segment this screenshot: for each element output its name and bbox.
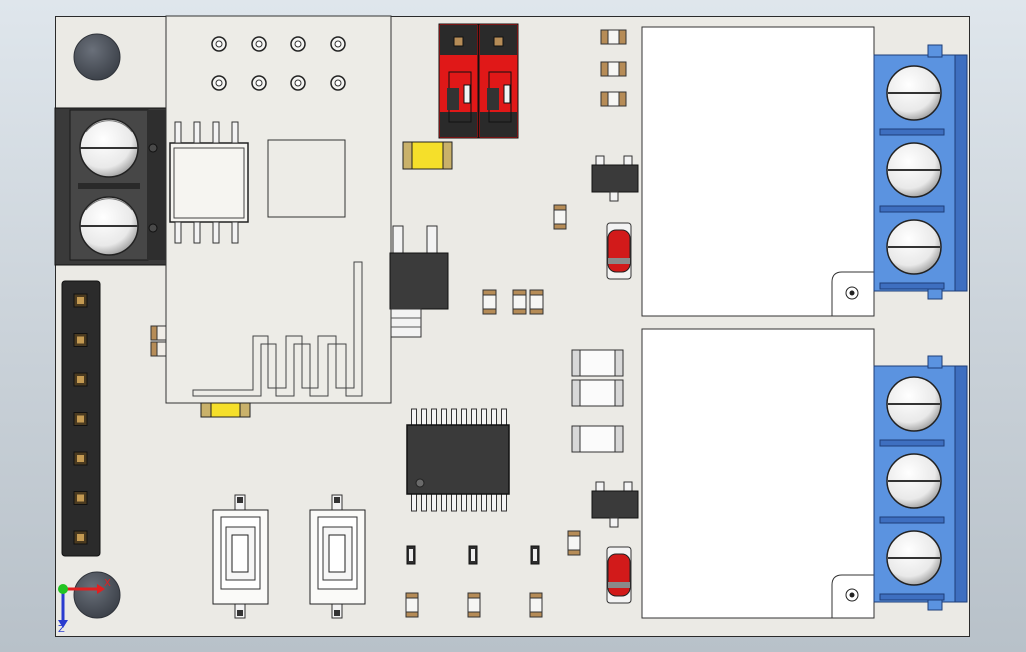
screw-terminal-icon[interactable]: [79, 196, 139, 256]
triad-z-label: Z: [58, 624, 65, 635]
tactile-button-icon[interactable]: [212, 494, 269, 619]
ic-chip-icon[interactable]: [406, 408, 510, 512]
mounting-hole-icon: [73, 571, 121, 619]
relay-icon[interactable]: [641, 328, 875, 619]
jumper-header[interactable]: [438, 23, 519, 139]
tactile-button-icon[interactable]: [309, 494, 366, 619]
screw-terminal-icon[interactable]: [79, 118, 139, 178]
mounting-hole-icon: [73, 33, 121, 81]
relay-icon[interactable]: [641, 26, 875, 317]
pin-header-icon[interactable]: [61, 280, 101, 557]
smd-inductor: [571, 349, 624, 453]
diode: [606, 222, 632, 280]
relay-terminal-block-2[interactable]: [873, 355, 968, 611]
wifi-module-icon[interactable]: [165, 15, 392, 404]
transistor: [591, 155, 639, 202]
power-terminal-block[interactable]: [54, 107, 168, 266]
view-triad-icon[interactable]: X Z: [58, 578, 111, 635]
relay-terminal-block-1[interactable]: [873, 44, 968, 300]
transistor: [591, 481, 639, 528]
voltage-regulator: [389, 225, 449, 338]
triad-x-label: X: [104, 578, 111, 589]
diode: [606, 546, 632, 604]
